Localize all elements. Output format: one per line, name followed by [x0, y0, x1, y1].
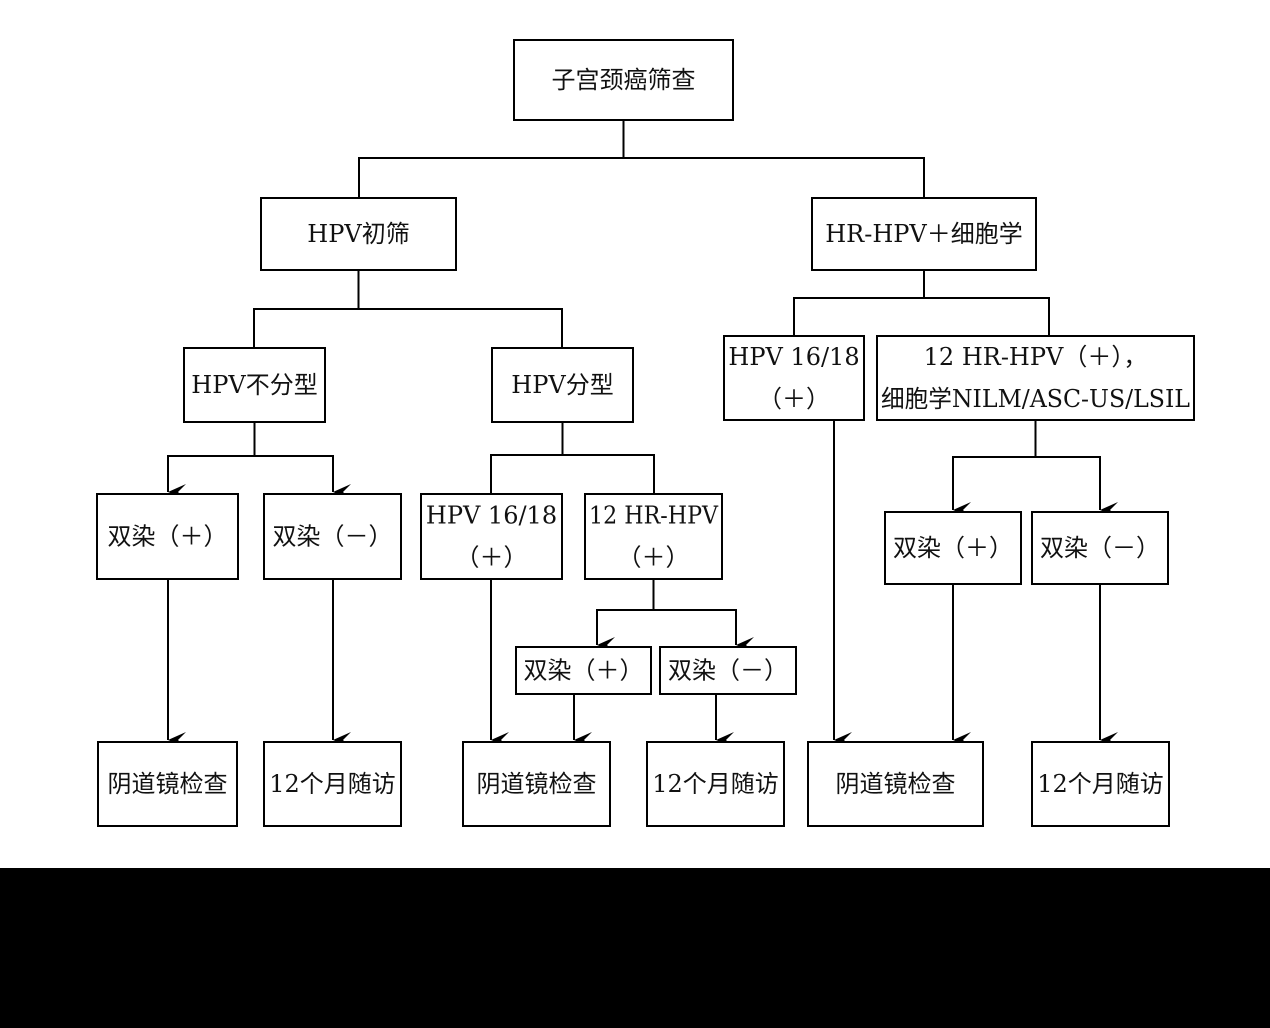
node-label: 双染（＋）: [524, 657, 644, 685]
connector-hpv-untyped-to-untyped-dual-neg: [253, 422, 351, 500]
node-label: 阴道镜检查: [477, 770, 597, 798]
node-label: 12个月随访: [1037, 770, 1164, 798]
node-label: HPV分型: [511, 371, 613, 399]
connector-co-12hr-to-co-dual-neg: [1034, 420, 1118, 518]
node-label: 双染（＋）: [108, 523, 228, 551]
node-root: 子宫颈癌筛查: [513, 39, 734, 121]
node-label: 12 HR-HPV: [589, 502, 719, 530]
node-box: [515, 646, 652, 695]
node-label: 双染（＋）: [893, 534, 1013, 562]
connector-co-testing-to-co-12hr: [923, 270, 1050, 336]
node-label: HR-HPV＋细胞学: [825, 220, 1023, 248]
connector-root-to-co-testing: [622, 120, 925, 198]
node-box: [811, 197, 1037, 271]
node-label: HPV初筛: [307, 220, 409, 248]
node-box: [1031, 741, 1170, 827]
node-label: 双染（－）: [668, 657, 788, 685]
node-label: 细胞学NILM/ASC-US/LSIL: [881, 385, 1190, 413]
node-layer: 子宫颈癌筛查 HPV初筛 HR-HPV＋细胞学 HPV不分型 HPV分型 HPV 16/1…: [96, 39, 1195, 827]
node-label: 阴道镜检查: [836, 770, 956, 798]
node-label: 子宫颈癌筛查: [552, 66, 696, 94]
node-out-colpo-2: 阴道镜检查: [462, 741, 611, 827]
node-typed-12hr: 12 HR-HPV （＋）: [584, 493, 723, 580]
node-box: [584, 493, 723, 580]
node-box: [513, 39, 734, 121]
node-typed-dual-neg: 双染（－）: [659, 646, 797, 695]
node-co-hpv1618: HPV 16/18 （＋）: [723, 335, 865, 421]
node-box: [807, 741, 984, 827]
connector-hpv-typed-to-typed-12hr: [561, 422, 655, 494]
node-out-follow-1: 12个月随访: [263, 741, 402, 827]
node-box: [96, 493, 239, 580]
node-co-12hr: 12 HR-HPV（＋）， 细胞学NILM/ASC-US/LSIL: [876, 335, 1195, 421]
node-box: [97, 741, 238, 827]
node-out-colpo-1: 阴道镜检查: [97, 741, 238, 827]
connector-hpv-primary-to-hpv-typed: [357, 270, 563, 348]
node-typed-dual-pos: 双染（＋）: [515, 646, 652, 695]
node-box: [659, 646, 797, 695]
node-box: [263, 493, 402, 580]
node-label: HPV不分型: [191, 371, 317, 399]
node-box: [260, 197, 457, 271]
connector-typed-12hr-to-typed-dual-neg: [652, 579, 754, 653]
node-box: [491, 347, 634, 423]
node-out-follow-3: 12个月随访: [1031, 741, 1170, 827]
node-label: 双染（－）: [273, 523, 393, 551]
node-box: [646, 741, 785, 827]
node-box: [884, 511, 1022, 585]
node-box: [462, 741, 611, 827]
node-label: 阴道镜检查: [108, 770, 228, 798]
node-box: [263, 741, 402, 827]
node-label: 双染（－）: [1040, 534, 1160, 562]
node-box: [723, 335, 865, 421]
node-co-dual-neg: 双染（－）: [1031, 511, 1169, 585]
connector-layer: [167, 120, 1118, 748]
node-label: HPV 16/18: [426, 502, 557, 530]
node-box: [1031, 511, 1169, 585]
node-label: （＋）: [456, 544, 528, 572]
flowchart-background: [0, 0, 1270, 868]
node-label: HPV 16/18: [728, 343, 859, 371]
node-untyped-dual-neg: 双染（－）: [263, 493, 402, 580]
node-typed-hpv1618: HPV 16/18 （＋）: [420, 493, 563, 580]
node-label: （＋）: [618, 544, 690, 572]
node-label: （＋）: [758, 385, 830, 413]
node-label: 12个月随访: [652, 770, 779, 798]
node-box: [420, 493, 563, 580]
node-label: 12 HR-HPV（＋），: [924, 343, 1148, 371]
node-out-follow-2: 12个月随访: [646, 741, 785, 827]
node-hpv-untyped: HPV不分型: [183, 347, 326, 423]
node-co-testing: HR-HPV＋细胞学: [811, 197, 1037, 271]
node-co-dual-pos: 双染（＋）: [884, 511, 1022, 585]
node-box: [876, 335, 1195, 421]
node-hpv-primary: HPV初筛: [260, 197, 457, 271]
node-label: 12个月随访: [269, 770, 396, 798]
node-hpv-typed: HPV分型: [491, 347, 634, 423]
node-box: [183, 347, 326, 423]
node-out-colpo-3: 阴道镜检查: [807, 741, 984, 827]
node-untyped-dual-pos: 双染（＋）: [96, 493, 239, 580]
